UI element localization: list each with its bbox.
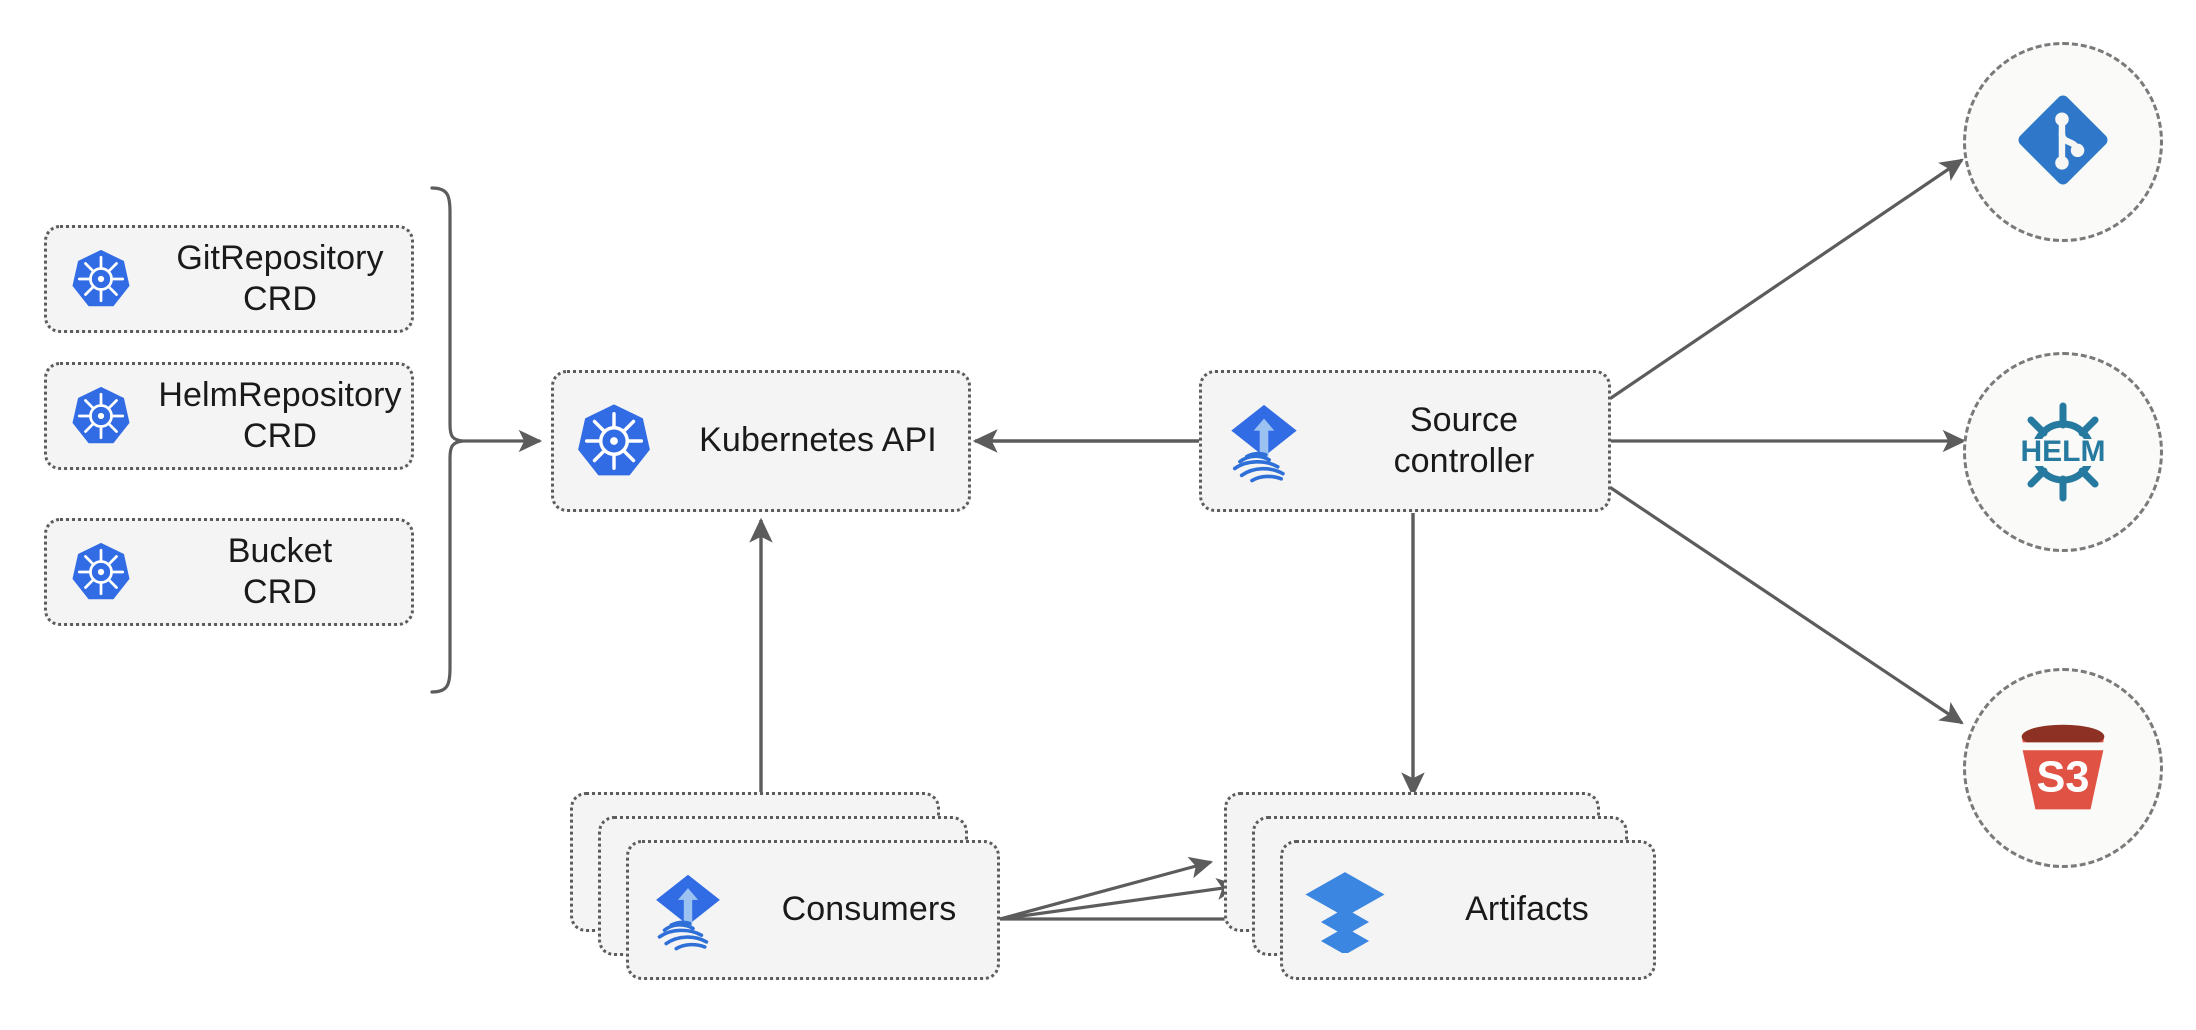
edge-consumers-to-artifacts-1 (999, 856, 1214, 921)
node-gitrepository-crd[interactable]: GitRepository CRD (44, 225, 414, 333)
kubernetes-icon (47, 385, 155, 447)
external-source-helm[interactable]: HELM (1963, 352, 2163, 552)
external-source-s3[interactable]: S3 (1963, 668, 2163, 868)
node-label: Source controller (1393, 400, 1535, 480)
node-source-controller[interactable]: Source controller (1199, 370, 1611, 512)
kubernetes-icon (47, 248, 155, 310)
s3-bucket-icon: S3 (2004, 707, 2122, 830)
node-consumers[interactable]: Consumers (626, 840, 1000, 980)
s3-wordmark: S3 (2037, 753, 2090, 801)
kubernetes-icon (47, 541, 155, 603)
kubernetes-icon (554, 402, 674, 480)
flux-icon (629, 868, 747, 952)
edge-source-controller-to-s3 (1607, 484, 1964, 725)
layers-icon (1283, 867, 1407, 953)
node-label: Consumers (781, 890, 957, 929)
helm-icon: HELM (2003, 392, 2123, 512)
node-label: Artifacts (1465, 890, 1589, 929)
node-kubernetes-api[interactable]: Kubernetes API (551, 370, 971, 512)
node-label: Bucket CRD (227, 531, 333, 611)
node-artifacts[interactable]: Artifacts (1280, 840, 1656, 980)
node-label: Kubernetes API (699, 421, 937, 460)
edge-consumers-to-artifacts-2 (999, 877, 1241, 921)
external-source-git[interactable] (1963, 42, 2163, 242)
flux-icon (1202, 398, 1326, 484)
node-label: GitRepository CRD (176, 238, 384, 318)
node-helmrepository-crd[interactable]: HelmRepository CRD (44, 362, 414, 470)
crd-group-bracket (430, 186, 464, 694)
git-icon (2011, 88, 2115, 197)
node-bucket-crd[interactable]: Bucket CRD (44, 518, 414, 626)
helm-wordmark: HELM (2021, 435, 2106, 468)
edge-source-controller-to-git (1607, 158, 1964, 402)
node-label: HelmRepository CRD (158, 375, 402, 455)
